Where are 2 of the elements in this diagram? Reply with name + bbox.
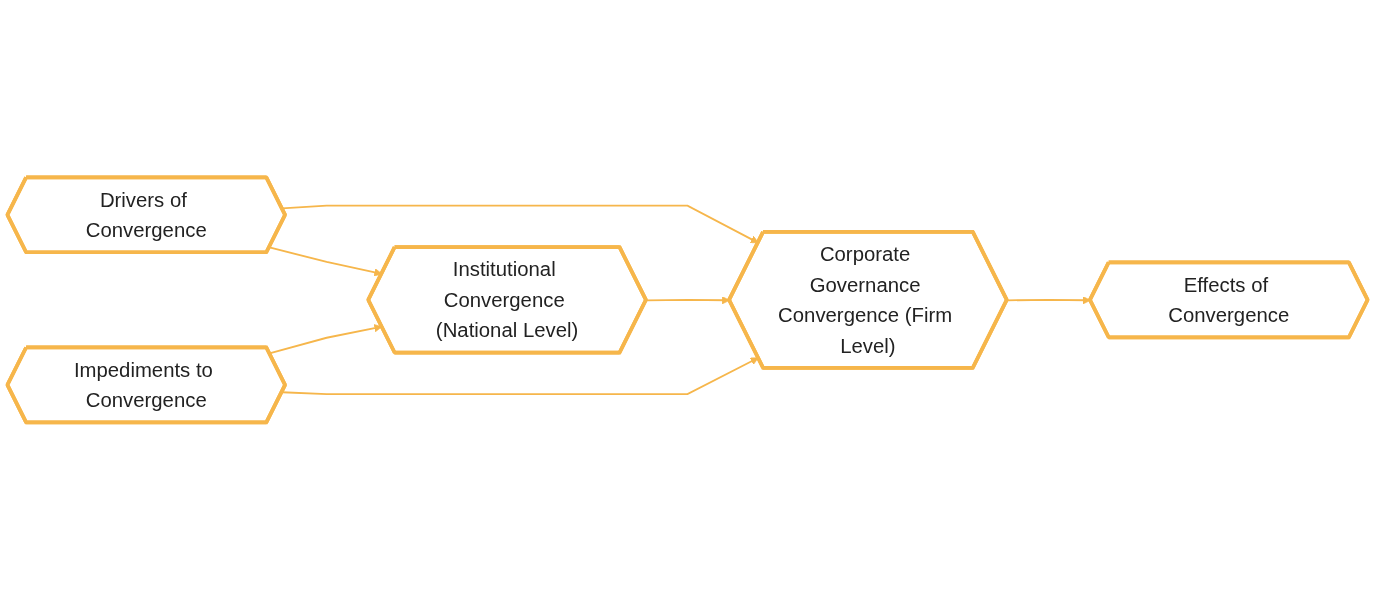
arrow bbox=[1006, 295, 1091, 304]
arrow bbox=[645, 295, 730, 304]
